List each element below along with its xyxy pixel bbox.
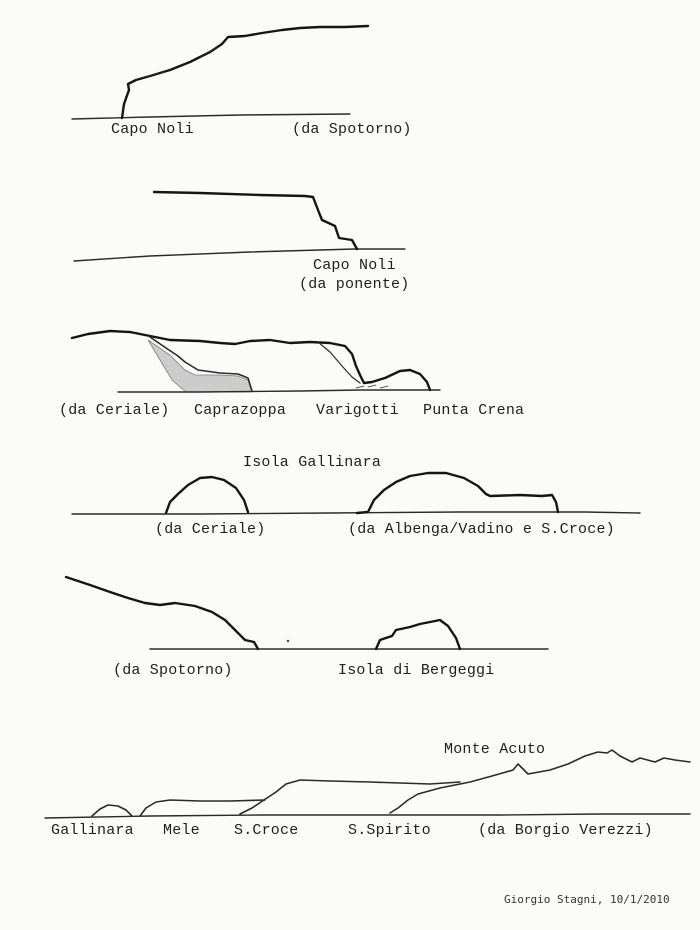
bergeggi-drawing: [64, 575, 549, 651]
capo-noli-spotorno-drawing: [71, 24, 370, 120]
label-mele: Mele: [163, 822, 200, 839]
label-da-spotorno-1: (da Spotorno): [292, 121, 412, 138]
capo-noli-ponente-drawing: [73, 190, 406, 262]
label-punta-crena: Punta Crena: [423, 402, 525, 419]
label-da-ponente: (da ponente): [299, 276, 410, 293]
label-capo-noli-2: Capo Noli: [313, 257, 396, 274]
ceriale-view-drawing: [70, 329, 441, 393]
label-da-borgio-verezzi: (da Borgio Verezzi): [478, 822, 653, 839]
signature: Giorgio Stagni, 10/1/2010: [504, 893, 670, 906]
label-gallinara-da-ceriale: (da Ceriale): [155, 521, 266, 538]
label-monte-acuto: Monte Acuto: [444, 741, 546, 758]
borgio-verezzi-drawing: [44, 749, 691, 819]
label-da-ceriale: (da Ceriale): [59, 402, 170, 419]
label-da-albenga: (da Albenga/Vadino e S.Croce): [348, 521, 615, 538]
label-caprazoppa: Caprazoppa: [194, 402, 287, 419]
gallinara-drawing: [71, 471, 641, 515]
label-s-spirito: S.Spirito: [348, 822, 431, 839]
label-s-croce: S.Croce: [234, 822, 299, 839]
label-varigotti: Varigotti: [316, 402, 399, 419]
label-isola-di-bergeggi: Isola di Bergeggi: [338, 662, 495, 679]
label-isola-gallinara: Isola Gallinara: [243, 454, 382, 471]
label-capo-noli-1: Capo Noli: [111, 121, 194, 138]
label-gallinara: Gallinara: [51, 822, 134, 839]
label-da-spotorno-2: (da Spotorno): [113, 662, 233, 679]
